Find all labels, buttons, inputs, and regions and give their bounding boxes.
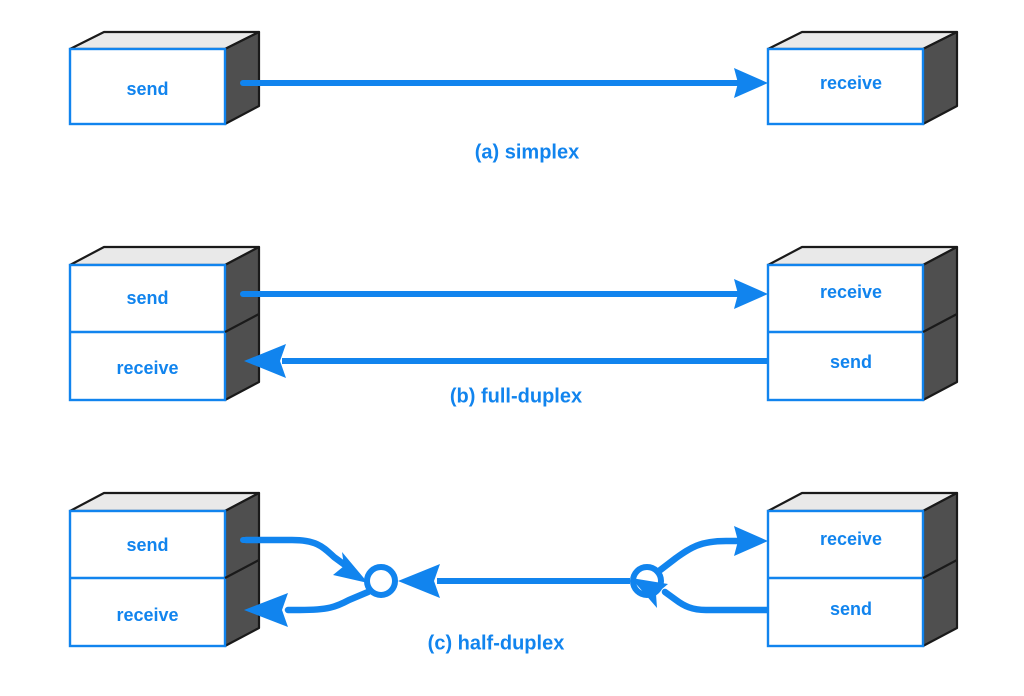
simplex-right-box[interactable]: receive: [766, 30, 959, 126]
fullduplex-left-label-receive: receive: [116, 358, 178, 378]
halfduplex-right-box[interactable]: receive send: [766, 491, 959, 648]
fullduplex-right-label-receive: receive: [820, 282, 882, 302]
box-side-divider: [922, 559, 958, 579]
halfduplex-right-label-receive: receive: [820, 529, 882, 549]
halfduplex-left-box[interactable]: send receive: [68, 491, 261, 648]
arrowhead-left: [244, 593, 288, 627]
box-front-face: [68, 47, 227, 126]
box-side-divider: [922, 313, 958, 333]
box-side-face: [223, 30, 261, 126]
halfduplex-right-label-send: send: [830, 599, 872, 619]
box-side-face: [921, 30, 959, 126]
caption-full-duplex: (b) full-duplex: [450, 385, 582, 407]
box-front-face: [766, 47, 925, 126]
halfduplex-flow-send-to-node-left[interactable]: [240, 536, 368, 583]
left-shared-node-circle[interactable]: [364, 564, 398, 598]
simplex-left-box[interactable]: send: [68, 30, 261, 126]
halfduplex-left-label-send: send: [126, 535, 168, 555]
fullduplex-flow-receive-from-send[interactable]: [244, 344, 777, 378]
arrowhead-left: [244, 344, 286, 378]
halfduplex-flow-node-right-to-receive[interactable]: [655, 526, 768, 575]
arrowhead-to-node: [333, 552, 368, 583]
fullduplex-right-box[interactable]: receive send: [766, 245, 959, 402]
fullduplex-right-label-send: send: [830, 352, 872, 372]
flow-curve: [284, 588, 372, 614]
halfduplex-flow-right-node-to-left-node[interactable]: [398, 564, 630, 598]
fullduplex-left-label-send: send: [126, 288, 168, 308]
flow-curve: [661, 588, 775, 614]
simplex-flow-send-to-receive[interactable]: [240, 68, 768, 98]
halfduplex-left-label-receive: receive: [116, 605, 178, 625]
arrowhead-right: [734, 279, 768, 309]
flow-curve: [655, 537, 746, 575]
fullduplex-left-box[interactable]: send receive: [68, 245, 261, 402]
flow-curve: [242, 536, 353, 572]
arrowhead-left: [398, 564, 440, 598]
halfduplex-flow-node-left-to-receive[interactable]: [244, 588, 372, 627]
simplex-right-label-receive: receive: [820, 73, 882, 93]
box-side-divider: [224, 313, 260, 333]
caption-simplex: (a) simplex: [475, 141, 579, 163]
arrowhead-right: [734, 526, 768, 556]
halfduplex-flow-send-to-node-right[interactable]: [631, 578, 777, 614]
section-simplex: send receive (a) simplex: [68, 30, 959, 163]
box-side-divider: [224, 559, 260, 579]
section-half-duplex: send receive: [68, 491, 959, 654]
caption-half-duplex: (c) half-duplex: [428, 632, 565, 654]
simplex-left-label-send: send: [126, 79, 168, 99]
arrowhead-to-node: [631, 578, 668, 608]
arrowhead-right: [734, 68, 768, 98]
section-full-duplex: send receive receive send (b) full-duple…: [68, 245, 959, 407]
fullduplex-flow-send-to-receive[interactable]: [240, 279, 768, 309]
